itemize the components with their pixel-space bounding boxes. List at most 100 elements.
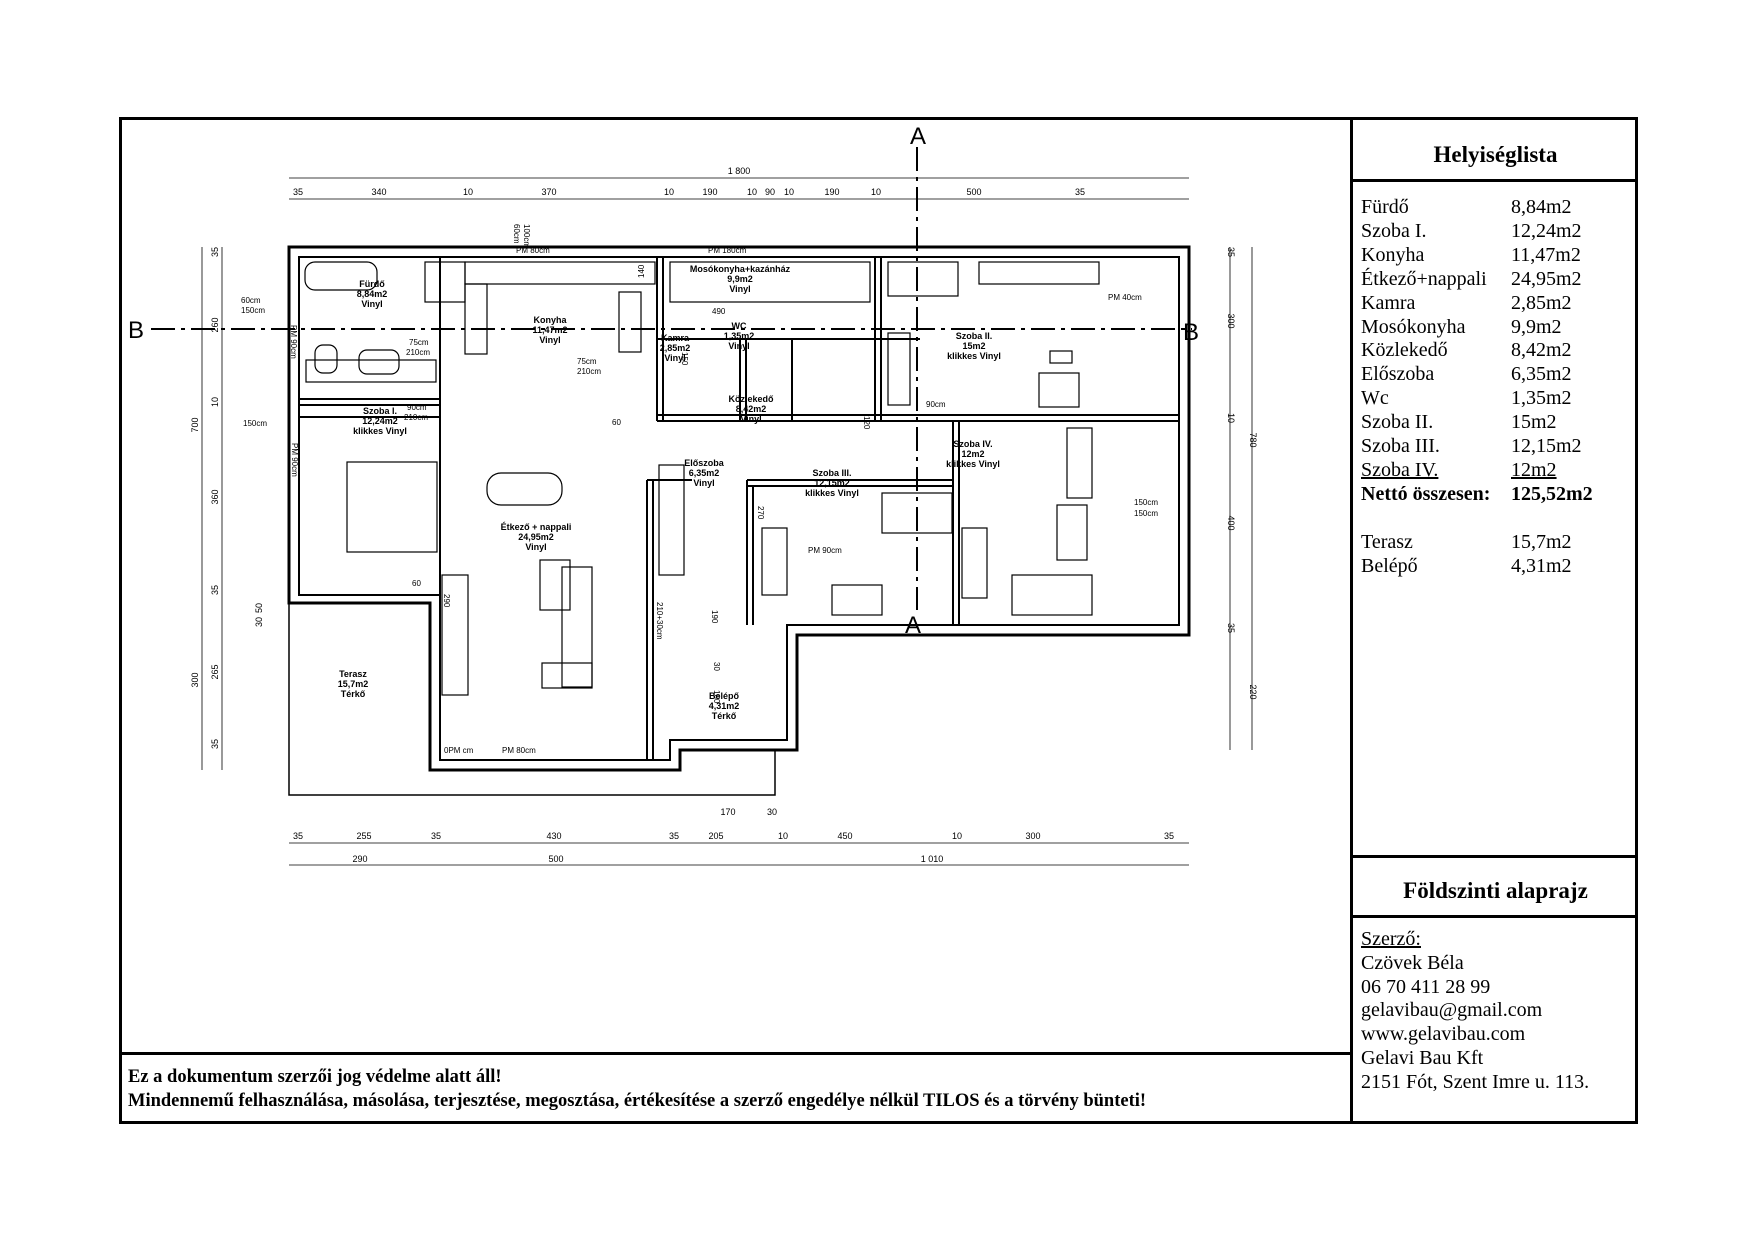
room-wc-area: 1,35m2: [724, 331, 755, 341]
room-belepo-area: 4,31m2: [709, 701, 740, 711]
dim-left: 10: [210, 397, 220, 407]
room-wc-floor: Vinyl: [728, 341, 749, 351]
dim-left: 300: [190, 672, 200, 687]
dim-bottom-total: 1 010: [921, 854, 944, 864]
wardrobe-szoba4: [1066, 427, 1093, 499]
wardrobe-eloszoba: [658, 464, 685, 576]
dim-belepo: 170: [720, 807, 735, 817]
room-wc-name: WC: [732, 321, 747, 331]
dim-bottom-total: 500: [548, 854, 563, 864]
dim-top: 10: [664, 187, 674, 197]
notice-line-2: Mindennemű felhasználása, másolása, terj…: [128, 1091, 1147, 1111]
drawing-sheet: A A B B Fürdő 8,84m2 Vinyl Konyha 11,47m…: [119, 117, 1638, 1124]
tv-table: [539, 559, 571, 611]
room-name: Konyha: [1361, 243, 1425, 266]
dimension-texts-left: 35 260 10 360 35 300 265 35 700 30 50: [190, 247, 264, 749]
desk-szoba4: [1056, 504, 1088, 561]
dim-bottom: 35: [293, 831, 303, 841]
section-lines: [151, 147, 1192, 610]
desk-szoba3: [831, 584, 883, 616]
plan-label: 100cm: [522, 224, 531, 248]
room-name: Fürdő: [1361, 196, 1409, 218]
room-name: Előszoba: [1361, 363, 1435, 386]
plan-label: 120: [862, 416, 871, 430]
copyright-notice: Ez a dokumentum szerzői jog védelme alat…: [122, 1052, 1350, 1124]
room-area: 8,84m2: [1511, 196, 1572, 218]
wardrobe-szoba1: [305, 359, 437, 383]
room-name: Szoba IV.: [1361, 458, 1439, 481]
plan-label: 60: [412, 579, 421, 588]
room-name: Étkező+nappali: [1361, 267, 1487, 290]
bathtub: [304, 261, 378, 291]
room-belepo-floor: Térkő: [712, 711, 737, 721]
room-szoba3-area: 12,15m2: [814, 478, 850, 488]
author-block: Szerző: Czövek Béla 06 70 411 28 99 gela…: [1361, 928, 1589, 1095]
room-kozlekedo-floor: Vinyl: [740, 414, 761, 424]
room-moso-name: Mosókonyha+kazánház: [690, 264, 791, 274]
total-row: Nettó összesen:125,52m2: [1361, 483, 1593, 507]
wardrobe-szoba4-b: [961, 527, 988, 599]
room-kozlekedo-area: 8,42m2: [736, 404, 767, 414]
author-address: 2151 Fót, Szent Imre u. 113.: [1361, 1070, 1590, 1093]
room-row: Szoba IV.12m2: [1361, 459, 1593, 483]
divider: [1353, 915, 1638, 918]
dim-left: 35: [210, 739, 220, 749]
dim-left: 35: [210, 585, 220, 595]
dim-top: 35: [293, 187, 303, 197]
dim-bottom: 300: [1025, 831, 1040, 841]
room-konyha-name: Konyha: [533, 315, 567, 325]
room-szoba2-name: Szoba II.: [956, 331, 993, 341]
room-row: Szoba I.12,24m2: [1361, 220, 1593, 244]
plan-label: 210+30cm: [655, 602, 664, 640]
room-szoba1-floor: klikkes Vinyl: [353, 426, 407, 436]
room-konyha-floor: Vinyl: [539, 335, 560, 345]
room-area: 15m2: [1511, 411, 1557, 434]
room-szoba1-name: Szoba I.: [363, 406, 397, 416]
stove: [618, 291, 642, 353]
room-name: Közlekedő: [1361, 339, 1448, 362]
author-name: Czövek Béla: [1361, 951, 1464, 974]
plan-label: 75cm: [577, 357, 597, 366]
plan-label: 150cm: [243, 419, 267, 428]
room-name: Mosókonyha: [1361, 315, 1466, 338]
dim-left: 35: [210, 247, 220, 257]
plan-label: 30: [712, 662, 721, 671]
kitchen-counter: [464, 261, 656, 285]
misc-plan-labels: 100cm 60cm PM 180cm PM 80cm 140 490 60cm…: [241, 224, 1158, 755]
bed-szoba2: [1038, 372, 1080, 408]
plan-label: 100: [712, 690, 721, 704]
room-area: 9,9m2: [1511, 315, 1562, 338]
room-eloszoba-area: 6,35m2: [689, 468, 720, 478]
outdoor-name: Belépő: [1361, 554, 1418, 577]
room-szoba2-area: 15m2: [962, 341, 985, 351]
dim-right: 220: [1248, 684, 1258, 699]
wardrobe-szoba2-side: [887, 332, 911, 406]
dim-right: 780: [1248, 432, 1258, 447]
bathtub-szoba2: [887, 261, 959, 297]
dim-bottom: 430: [546, 831, 561, 841]
room-row: Fürdő 8,84m2: [1361, 196, 1593, 220]
author-email: gelavibau@gmail.com: [1361, 999, 1543, 1022]
bed-szoba3: [881, 492, 953, 534]
floor-plan: A A B B Fürdő 8,84m2 Vinyl Konyha 11,47m…: [128, 123, 1258, 866]
desk-szoba2: [1049, 350, 1073, 364]
dim-top: 10: [871, 187, 881, 197]
author-web: www.gelavibau.com: [1361, 1023, 1526, 1046]
room-kamra-floor: Vinyl: [664, 353, 685, 363]
room-eloszoba-name: Előszoba: [684, 458, 725, 468]
dim-bottom: 35: [669, 831, 679, 841]
divider: [1353, 179, 1638, 182]
exterior-wall: [287, 245, 1191, 772]
room-moso-floor: Vinyl: [729, 284, 750, 294]
dim-top: 10: [463, 187, 473, 197]
plan-label: 150cm: [1134, 509, 1158, 518]
room-area: 12,15m2: [1511, 435, 1582, 458]
section-label-a-top: A: [910, 123, 926, 150]
room-belepo-name: Belépő: [709, 691, 740, 701]
plan-label: 90cm: [407, 403, 427, 412]
room-row: Szoba III.12,15m2: [1361, 435, 1593, 459]
outdoor-name: Terasz: [1361, 530, 1413, 553]
